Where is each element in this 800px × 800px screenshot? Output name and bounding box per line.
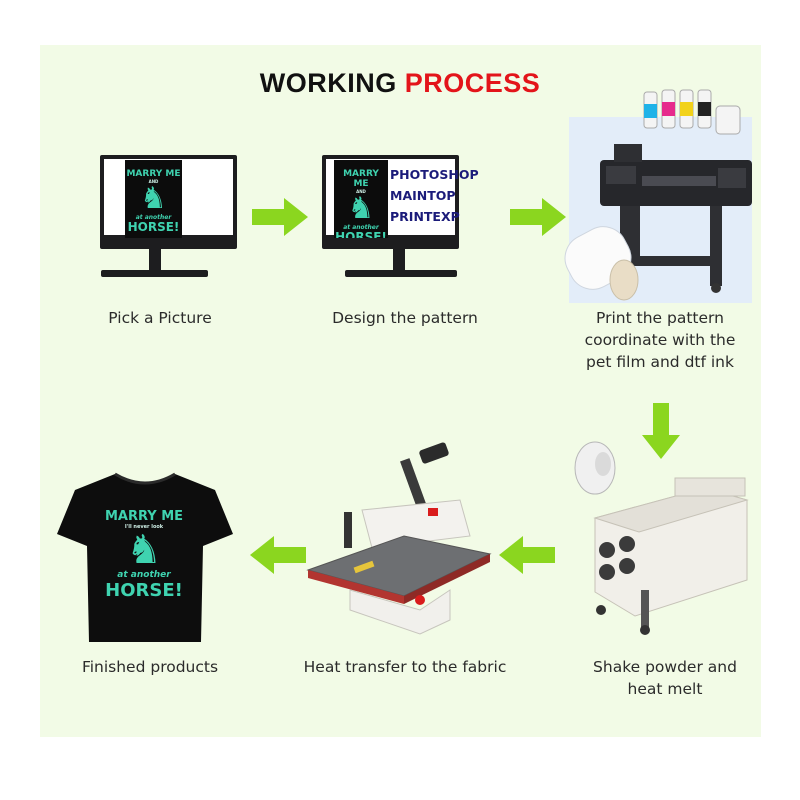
right-arrow-icon: [510, 198, 566, 236]
down-arrow-icon: [642, 403, 680, 459]
step-6-caption: Finished products: [81, 658, 219, 676]
poster-image: MARRY ME AND ♞ at another HORSE!: [334, 160, 388, 238]
poster-image: MARRY ME AND ♞ at another HORSE!: [125, 160, 182, 238]
left-arrow-icon: [499, 536, 555, 574]
step-4-caption: Shake powder and heat melt: [593, 658, 737, 698]
ink-bottles-icon: [643, 89, 741, 135]
powder-shaker-illustration: [574, 441, 749, 635]
right-arrow-icon: [252, 198, 308, 236]
horse-icon: ♞: [347, 191, 375, 226]
step-1-caption: Pick a Picture: [108, 309, 212, 327]
software-list: PHOTOSHOP MAINTOP PRINTEXP: [390, 167, 479, 224]
step-3-caption: Print the pattern coordinate with the pe…: [584, 309, 736, 371]
page-title: WORKING PROCESS: [259, 68, 541, 98]
left-arrow-icon: [250, 536, 306, 574]
powder-sample-icon: [574, 441, 616, 495]
step-5-caption: Heat transfer to the fabric: [303, 658, 507, 676]
horse-icon: ♞: [140, 181, 167, 216]
heat-press-illustration: [306, 442, 492, 635]
tshirt-icon: [57, 472, 233, 642]
horse-icon: ♞: [126, 527, 162, 573]
shirt-print: MARRY ME I'll never look ♞ at another HO…: [100, 505, 188, 615]
step-2-caption: Design the pattern: [332, 309, 478, 327]
dtf-printer-illustration: [564, 89, 752, 301]
film-roll-icon: [564, 226, 639, 301]
